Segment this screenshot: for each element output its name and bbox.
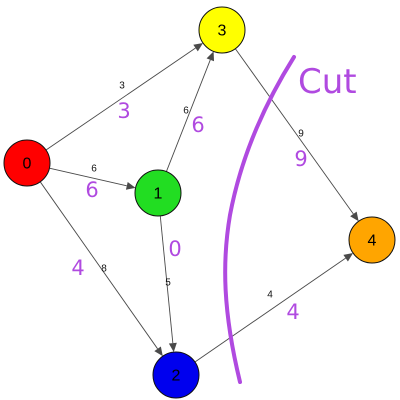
node-circle-3 bbox=[198, 6, 246, 54]
arrowhead-0-3 bbox=[193, 42, 203, 52]
flow-label-2-4: 4 bbox=[286, 300, 299, 324]
edge-weight-1-2: 5 bbox=[165, 278, 171, 289]
nodes-layer: 0 1 2 3 4 bbox=[3, 6, 396, 399]
edges-layer bbox=[39, 42, 359, 363]
edge-weights-layer: 3 6 8 6 5 9 4 bbox=[91, 81, 304, 301]
cut-curve bbox=[223, 55, 296, 384]
node-2: 2 bbox=[152, 351, 200, 399]
node-circle-2 bbox=[152, 351, 200, 399]
flow-label-3-4: 9 bbox=[294, 147, 307, 171]
arrowhead-3-4 bbox=[350, 211, 359, 222]
node-1: 1 bbox=[134, 169, 182, 217]
flow-label-1-3: 6 bbox=[191, 113, 204, 137]
edge-0-3 bbox=[45, 47, 196, 151]
flow-label-1-2: 0 bbox=[168, 237, 181, 261]
node-3: 3 bbox=[198, 6, 246, 54]
edge-0-1 bbox=[49, 167, 127, 187]
flow-label-0-2: 4 bbox=[71, 256, 84, 280]
edge-3-4 bbox=[235, 48, 354, 215]
edge-weight-0-1: 6 bbox=[91, 164, 97, 175]
node-label-4: 4 bbox=[368, 233, 377, 250]
edge-weight-1-3: 6 bbox=[183, 106, 189, 117]
node-label-0: 0 bbox=[23, 156, 32, 173]
edge-weight-2-4: 4 bbox=[267, 290, 273, 301]
node-4: 4 bbox=[348, 216, 396, 264]
cut-label: Cut bbox=[298, 62, 357, 102]
node-0: 0 bbox=[3, 139, 51, 187]
edge-1-2 bbox=[159, 215, 174, 344]
edge-weight-3-4: 9 bbox=[298, 129, 304, 140]
node-circle-0 bbox=[3, 139, 51, 187]
flow-labels-layer: 3 6 4 6 0 9 4 bbox=[71, 99, 307, 324]
edge-1-3 bbox=[165, 59, 211, 172]
arrowhead-0-1 bbox=[125, 181, 136, 190]
edge-weight-0-3: 3 bbox=[119, 81, 125, 92]
cut-layer: Cut bbox=[223, 55, 357, 384]
node-circle-1 bbox=[134, 169, 182, 217]
arrowhead-2-4 bbox=[343, 253, 354, 262]
node-label-1: 1 bbox=[154, 186, 163, 203]
arrowhead-1-2 bbox=[168, 342, 177, 353]
node-label-3: 3 bbox=[218, 23, 227, 40]
node-label-2: 2 bbox=[172, 368, 181, 385]
flow-label-0-1: 6 bbox=[85, 178, 98, 202]
arrowhead-1-3 bbox=[206, 51, 215, 62]
flow-label-0-3: 3 bbox=[117, 99, 130, 123]
edge-weight-0-2: 8 bbox=[101, 264, 107, 275]
edge-0-2 bbox=[39, 181, 158, 350]
node-circle-4 bbox=[348, 216, 396, 264]
arrowhead-0-2 bbox=[154, 346, 163, 357]
edge-2-4 bbox=[194, 257, 346, 363]
